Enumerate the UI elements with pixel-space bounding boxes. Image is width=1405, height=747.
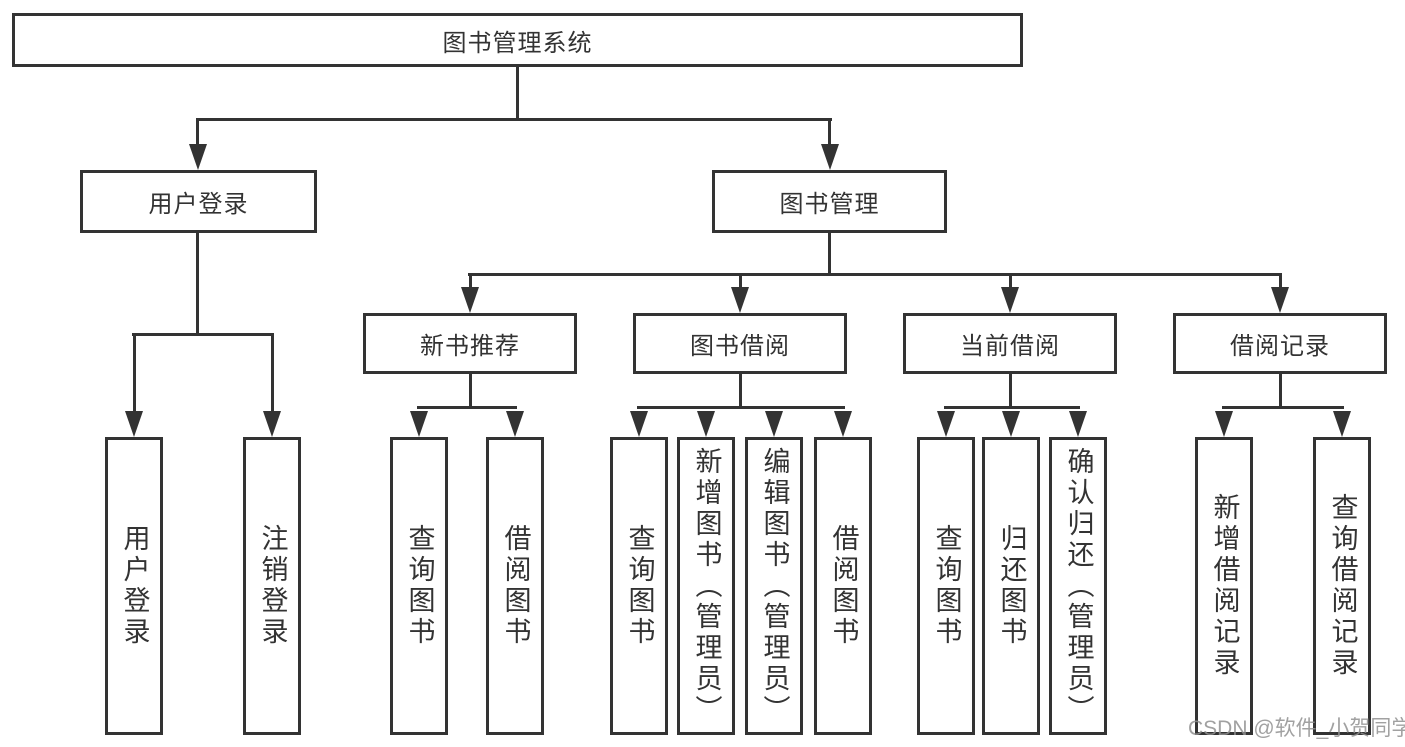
leaf-user-login: 用户登录 — [105, 437, 163, 735]
leaf-label: 查询图书 — [931, 524, 962, 648]
connector-line — [133, 336, 136, 412]
connector-line — [1009, 276, 1012, 288]
arrow-down-icon — [1069, 411, 1087, 437]
node-book-management: 图书管理 — [712, 170, 947, 233]
node-book-borrowing: 图书借阅 — [633, 313, 847, 374]
leaf-query-books-recommend: 查询图书 — [390, 437, 448, 735]
leaf-label: 查询图书 — [404, 524, 435, 648]
connector-current-stem — [1009, 374, 1012, 406]
arrow-down-icon — [765, 411, 783, 437]
leaf-label: 确认归还（管理员） — [1063, 446, 1094, 726]
connector-current-branch — [944, 406, 1080, 409]
leaf-label: 借阅图书 — [500, 524, 531, 648]
node-label: 图书管理 — [779, 191, 880, 218]
leaf-label: 查询借阅记录 — [1327, 493, 1358, 679]
leaf-add-borrow-record: 新增借阅记录 — [1195, 437, 1253, 735]
connector-recommendation-branch — [417, 406, 517, 409]
arrow-down-icon — [821, 144, 839, 170]
arrow-down-icon — [834, 411, 852, 437]
connector-root-branch — [196, 118, 832, 121]
connector-user-login-branch — [132, 333, 274, 336]
arrow-down-icon — [125, 411, 143, 437]
connector-line — [739, 276, 742, 288]
node-label: 图书管理系统 — [442, 29, 593, 57]
leaf-label: 查询图书 — [624, 524, 655, 648]
arrow-down-icon — [410, 411, 428, 437]
leaf-borrow-books-borrowing: 借阅图书 — [814, 437, 872, 735]
arrow-down-icon — [630, 411, 648, 437]
arrow-down-icon — [937, 411, 955, 437]
node-label: 用户登录 — [148, 191, 249, 218]
node-library-management-system: 图书管理系统 — [12, 13, 1023, 67]
leaf-label: 注销登录 — [257, 524, 288, 648]
node-user-login: 用户登录 — [80, 170, 317, 233]
node-label: 当前借阅 — [960, 333, 1060, 360]
connector-book-management-stem — [828, 233, 831, 273]
leaf-query-books-current: 查询图书 — [917, 437, 975, 735]
connector-root-stem — [516, 67, 519, 118]
leaf-label: 新增图书（管理员） — [691, 446, 722, 726]
leaf-confirm-return-admin: 确认归还（管理员） — [1049, 437, 1107, 735]
connector-recommendation-stem — [469, 374, 472, 406]
connector-records-branch — [1222, 406, 1344, 409]
node-current-borrowing: 当前借阅 — [903, 313, 1117, 374]
leaf-label: 用户登录 — [119, 524, 150, 648]
node-new-book-recommendation: 新书推荐 — [363, 313, 577, 374]
leaf-query-books-borrowing: 查询图书 — [610, 437, 668, 735]
leaf-label: 新增借阅记录 — [1209, 493, 1240, 679]
arrow-down-icon — [1215, 411, 1233, 437]
leaf-borrow-books-recommend: 借阅图书 — [486, 437, 544, 735]
leaf-query-borrow-record: 查询借阅记录 — [1313, 437, 1371, 735]
arrow-down-icon — [189, 144, 207, 170]
connector-line — [1279, 276, 1282, 288]
connector-line — [196, 121, 199, 145]
arrow-down-icon — [1001, 287, 1019, 313]
arrow-down-icon — [1271, 287, 1289, 313]
connector-line — [828, 121, 831, 145]
connector-borrowing-stem — [739, 374, 742, 406]
node-label: 图书借阅 — [690, 333, 790, 360]
node-label: 借阅记录 — [1230, 333, 1330, 360]
arrow-down-icon — [1002, 411, 1020, 437]
node-label: 新书推荐 — [420, 333, 520, 360]
leaf-logout: 注销登录 — [243, 437, 301, 735]
connector-borrowing-branch — [637, 406, 845, 409]
leaf-add-books-admin: 新增图书（管理员） — [677, 437, 735, 735]
leaf-label: 归还图书 — [996, 524, 1027, 648]
leaf-label: 编辑图书（管理员） — [759, 446, 790, 726]
arrow-down-icon — [731, 287, 749, 313]
node-borrowing-records: 借阅记录 — [1173, 313, 1387, 374]
connector-user-login-stem — [196, 233, 199, 335]
arrow-down-icon — [697, 411, 715, 437]
connector-line — [271, 336, 274, 412]
arrow-down-icon — [461, 287, 479, 313]
leaf-label: 借阅图书 — [828, 524, 859, 648]
connector-book-management-branch — [468, 273, 1282, 276]
connector-line — [469, 276, 472, 288]
arrow-down-icon — [506, 411, 524, 437]
leaf-return-books: 归还图书 — [982, 437, 1040, 735]
leaf-edit-books-admin: 编辑图书（管理员） — [745, 437, 803, 735]
csdn-watermark: CSDN @软件_小贺同学 — [1188, 717, 1405, 740]
arrow-down-icon — [263, 411, 281, 437]
connector-records-stem — [1279, 374, 1282, 406]
arrow-down-icon — [1333, 411, 1351, 437]
